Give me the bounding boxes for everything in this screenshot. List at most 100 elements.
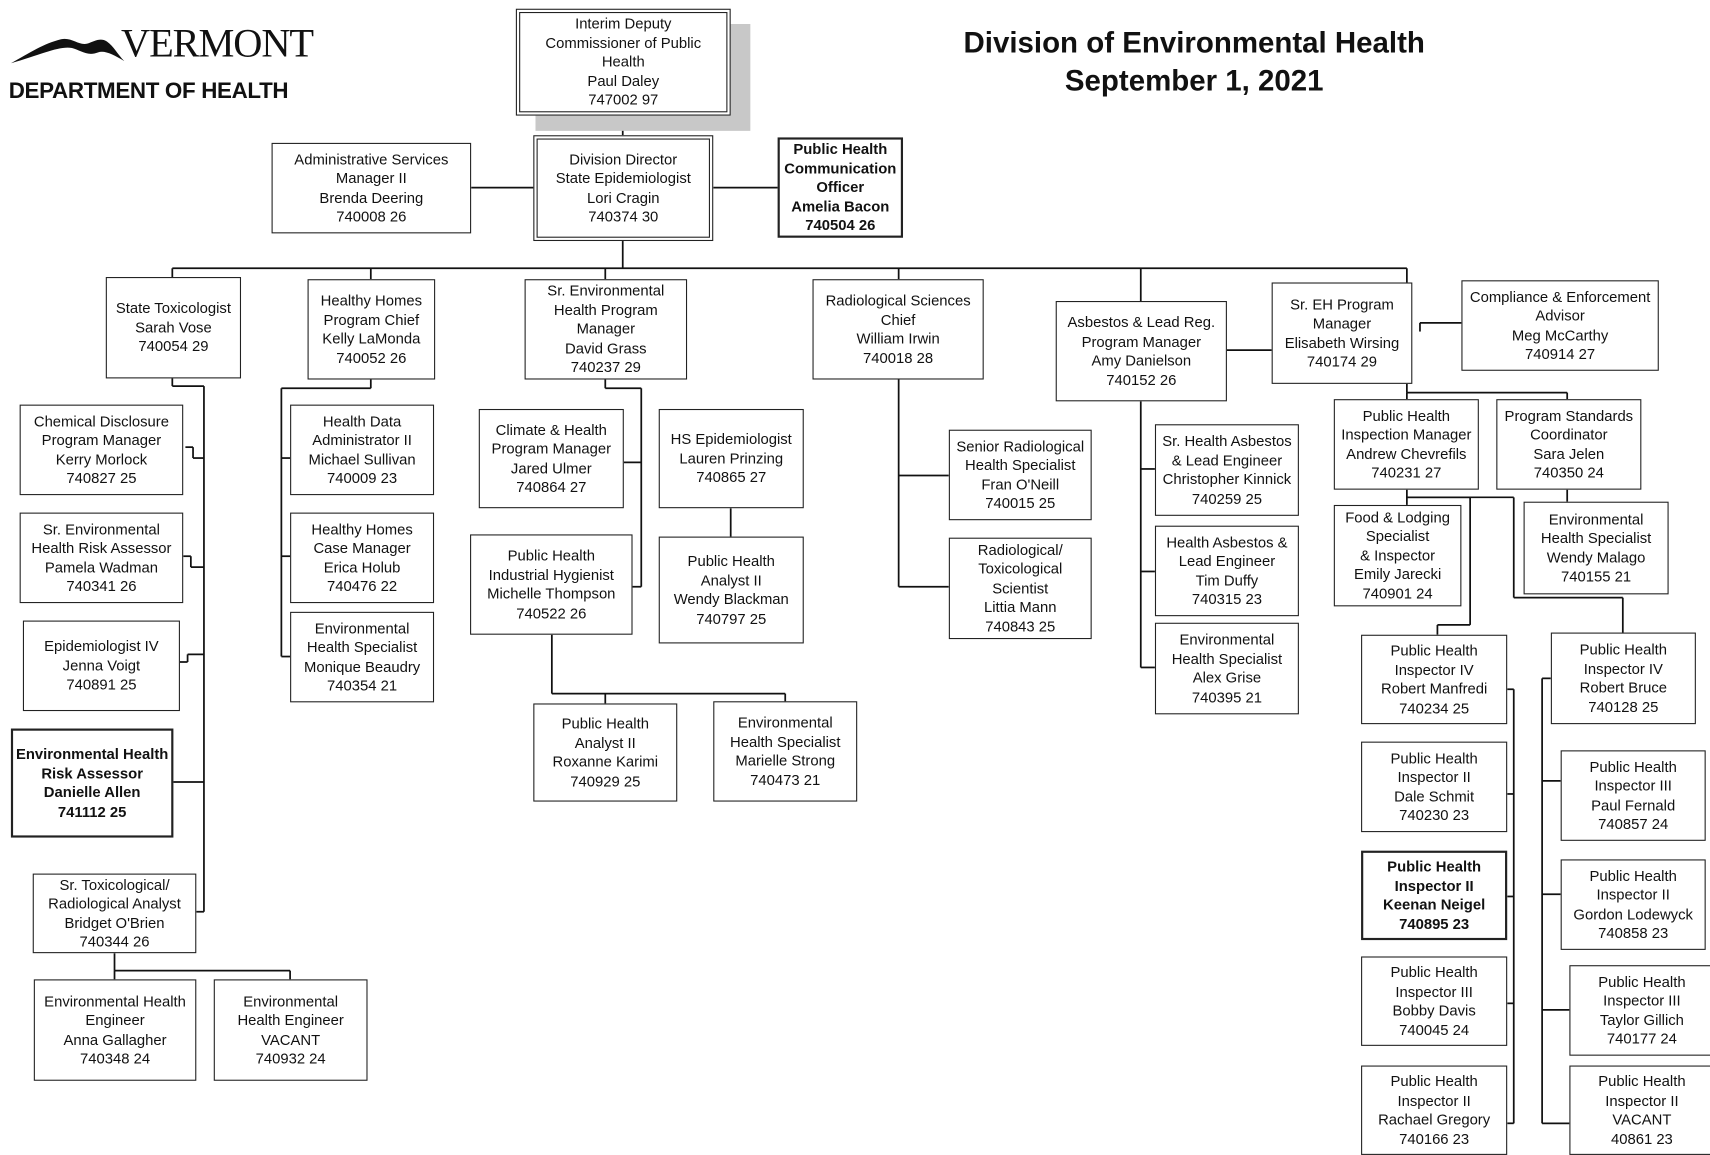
vermont-health-logo: VERMONT DEPARTMENT OF HEALTH — [8, 20, 314, 113]
position-line: Environmental — [243, 992, 339, 1010]
position-line: Toxicological — [978, 560, 1063, 578]
position-line: & Inspector — [1360, 547, 1436, 564]
position-line: Dale Schmit — [1394, 787, 1475, 805]
position-line: Environmental — [1179, 631, 1275, 648]
position-line: 741112 25 — [57, 803, 127, 820]
position-line: Administrator II — [312, 431, 412, 449]
position-line: Inspector II — [1394, 877, 1474, 894]
position-line: 740015 25 — [985, 495, 1056, 512]
position-line: Sara Jelen — [1533, 445, 1605, 462]
position-line: 740009 23 — [327, 470, 398, 487]
position-line: Inspector III — [1594, 777, 1672, 794]
position-line: Public Health — [1390, 749, 1478, 767]
position-line: 740237 29 — [570, 359, 641, 376]
position-line: 740914 27 — [1525, 345, 1596, 363]
position-line: Public Health — [1579, 641, 1668, 658]
position-line: Health Specialist — [1171, 650, 1283, 667]
position-line: Bobby Davis — [1392, 1002, 1476, 1019]
position-line: Compliance & Enforcement — [1469, 288, 1651, 305]
position-line: 740177 24 — [1606, 1030, 1677, 1047]
position-line: 740354 21 — [327, 677, 398, 694]
position-line: Public Health — [1598, 1073, 1686, 1090]
position-line: 740259 25 — [1191, 490, 1262, 507]
position-line: Inspector III — [1395, 983, 1473, 1000]
position-line: Environmental Health — [15, 745, 169, 763]
position-line: Amelia Bacon — [791, 198, 890, 215]
position-line: Erica Holub — [323, 558, 401, 576]
position-line: 740891 25 — [66, 676, 137, 693]
position-line: VACANT — [261, 1031, 321, 1048]
logo-department: DEPARTMENT OF HEALTH — [8, 78, 289, 104]
position-line: 740522 26 — [516, 604, 587, 622]
position-line: Brenda Deering — [319, 189, 424, 206]
position-line: Public Health — [1598, 973, 1686, 990]
position-line: Advisor — [1535, 307, 1585, 324]
position-line: Marielle Strong — [735, 752, 836, 769]
position-line: Tim Duffy — [1195, 572, 1259, 589]
position-line: Health Specialist — [306, 639, 418, 656]
position-line: Program Manager — [41, 431, 162, 449]
position-line: Engineer — [85, 1012, 145, 1029]
position-line: 740374 30 — [588, 208, 659, 225]
position-line: Analyst II — [574, 734, 636, 751]
position-line: Senior Radiological — [956, 437, 1085, 455]
position-line: 740350 24 — [1533, 464, 1604, 481]
position-line: Lead Engineer — [1178, 552, 1276, 570]
position-line: Coordinator — [1530, 426, 1608, 443]
position-line: Inspector II — [1397, 768, 1471, 786]
position-line: 740827 25 — [66, 470, 137, 487]
position-line: Lori Cragin — [587, 189, 660, 206]
position-line: 740901 24 — [1362, 585, 1433, 602]
position-line: Industrial Hygienist — [488, 566, 614, 583]
position-line: Christopher Kinnick — [1162, 471, 1292, 488]
position-line: Andrew Chevrefils — [1346, 445, 1467, 462]
position-line: 740395 21 — [1191, 688, 1262, 706]
position-line: Environmental — [314, 620, 410, 637]
position-line: 740857 24 — [1598, 815, 1669, 833]
position-line: Wendy Blackman — [673, 591, 789, 608]
position-line: Public Health — [1387, 858, 1482, 875]
position-line: Danielle Allen — [43, 784, 141, 801]
position-line: Manager II — [335, 170, 407, 187]
position-line: Robert Manfredi — [1380, 680, 1488, 697]
position-line: Asbestos & Lead Reg. — [1067, 314, 1216, 331]
position-line: Rachael Gregory — [1378, 1111, 1491, 1128]
position-line: 740231 27 — [1371, 464, 1442, 481]
position-line: Alex Grise — [1192, 669, 1262, 686]
position-line: Officer — [816, 179, 865, 196]
position-line: 747002 97 — [588, 91, 659, 109]
position-line: 740843 25 — [985, 618, 1056, 635]
position-line: Keenan Neigel — [1383, 896, 1486, 913]
position-line: 740865 27 — [696, 469, 767, 486]
position-line: Wendy Malago — [1546, 549, 1646, 566]
position-line: Roxanne Karimi — [552, 753, 659, 770]
position-line: Fran O'Neill — [981, 476, 1060, 493]
position-line: 740054 29 — [138, 338, 209, 355]
position-line: Manager — [576, 320, 636, 338]
position-line: 740348 24 — [80, 1050, 151, 1067]
position-line: 740864 27 — [516, 478, 587, 496]
